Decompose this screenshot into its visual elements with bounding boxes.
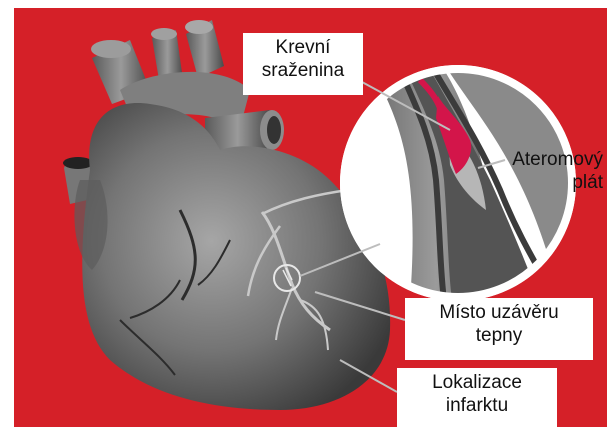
- label-blood-clot-line-2: sraženina: [251, 59, 355, 82]
- label-infarct-location-line-1: Lokalizace: [405, 371, 549, 394]
- label-infarct-location: Lokalizace infarktu: [397, 368, 557, 430]
- label-infarct-location-line-2: infarktu: [405, 394, 549, 417]
- label-occlusion-site-line-1: Místo uzávěru: [413, 301, 585, 324]
- label-occlusion-site: Místo uzávěru tepny: [405, 298, 593, 360]
- label-atheroma-plaque-line-2: plát: [500, 171, 603, 194]
- label-blood-clot: Krevní sraženina: [243, 33, 363, 95]
- label-atheroma-plaque: Ateromový plát: [500, 148, 607, 194]
- label-occlusion-site-line-2: tepny: [413, 324, 585, 347]
- label-blood-clot-line-1: Krevní: [251, 36, 355, 59]
- label-atheroma-plaque-line-1: Ateromový: [500, 148, 603, 171]
